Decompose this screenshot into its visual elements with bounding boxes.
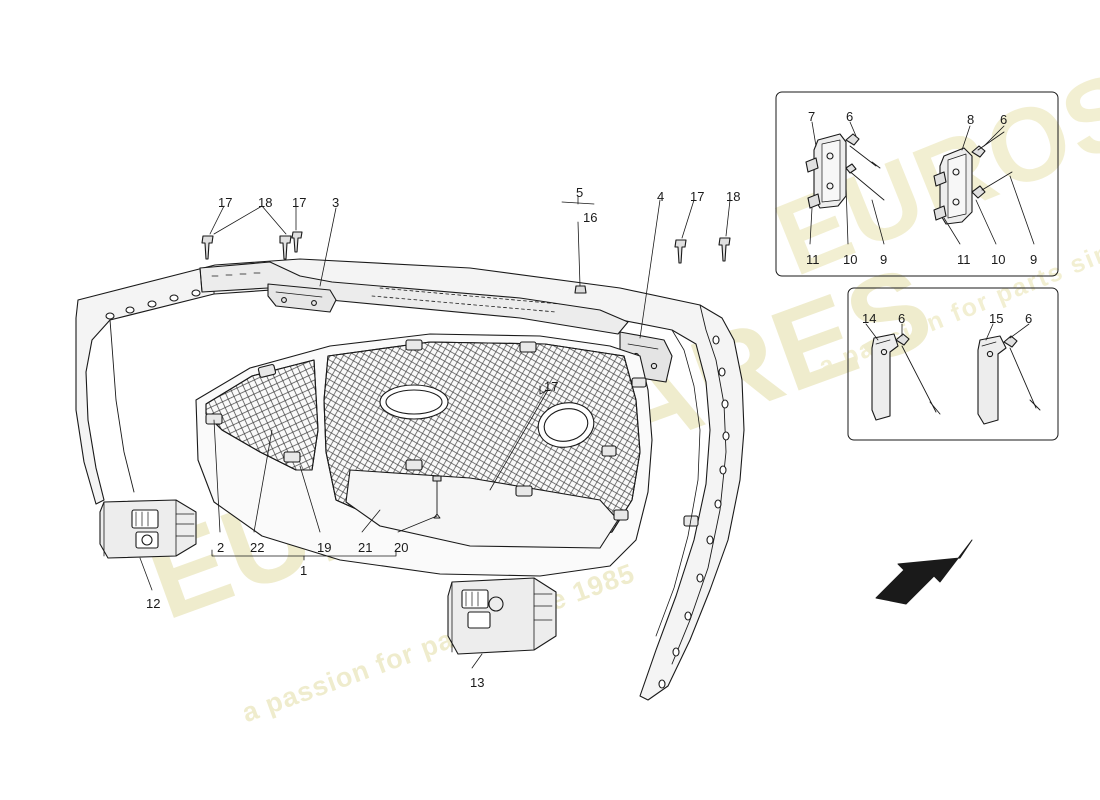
callout-19: 19: [317, 540, 332, 555]
callout-12: 12: [146, 596, 161, 611]
callout-21: 21: [358, 540, 373, 555]
callout-3: 3: [332, 195, 340, 210]
callout-20: 20: [394, 540, 409, 555]
callout-1: 1: [300, 563, 308, 578]
callout-8: 8: [967, 112, 975, 127]
callout-15: 15: [989, 311, 1004, 326]
callout-6-b: 6: [1000, 112, 1008, 127]
callout-17-c: 17: [690, 189, 705, 204]
callout-9-b: 9: [1030, 252, 1038, 267]
callout-9-a: 9: [880, 252, 888, 267]
callout-11-b: 11: [957, 252, 971, 267]
callout-17-b: 17: [292, 195, 307, 210]
callout-2: 2: [217, 540, 225, 555]
callout-17-d: 17: [544, 379, 559, 394]
callout-10-a: 10: [843, 252, 858, 267]
callout-14: 14: [862, 311, 877, 326]
callout-6-c: 6: [898, 311, 906, 326]
callout-6-d: 6: [1025, 311, 1033, 326]
callout-18-b: 18: [726, 189, 741, 204]
callout-7: 7: [808, 109, 816, 124]
callout-4: 4: [657, 189, 665, 204]
callout-11-a: 11: [806, 252, 820, 267]
callout-10-b: 10: [991, 252, 1006, 267]
callout-6-a: 6: [846, 109, 854, 124]
callout-17-a: 17: [218, 195, 233, 210]
callout-16: 16: [583, 210, 598, 225]
callout-22: 22: [250, 540, 265, 555]
callout-18-a: 18: [258, 195, 273, 210]
callout-13: 13: [470, 675, 485, 690]
callout-5: 5: [576, 185, 584, 200]
